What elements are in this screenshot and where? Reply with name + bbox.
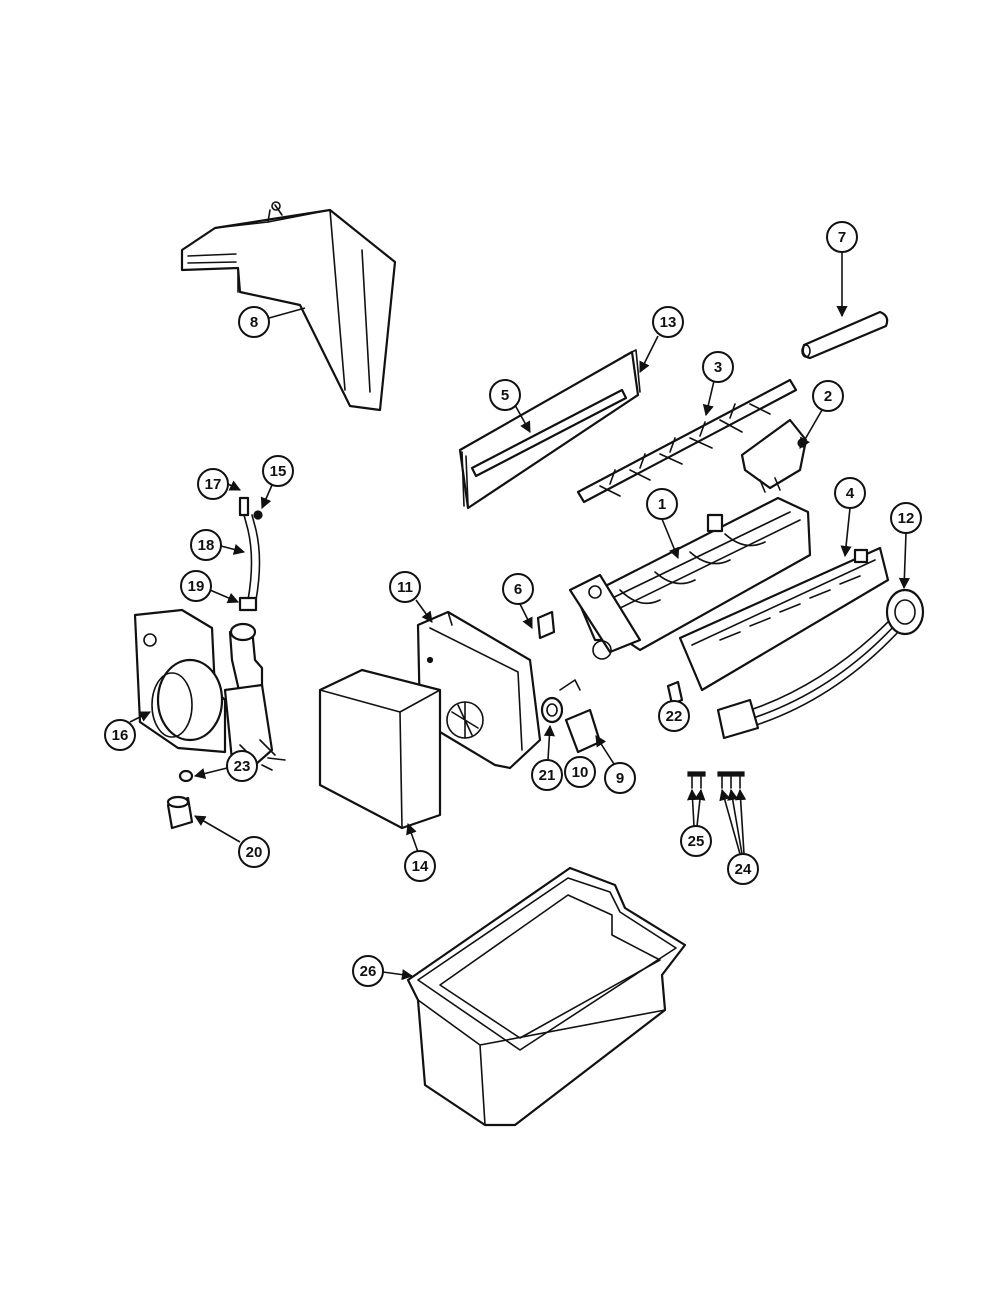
callout-24: 24 xyxy=(719,788,759,885)
callout-18: 18 xyxy=(190,529,246,561)
part-screws xyxy=(687,771,745,789)
callout-22: 22 xyxy=(658,700,690,732)
callout-16: 16 xyxy=(104,711,152,751)
callout-11: 11 xyxy=(389,571,433,623)
part-fitting xyxy=(166,795,194,830)
callout-label-4: 4 xyxy=(846,485,855,502)
callout-7: 7 xyxy=(826,221,858,318)
callout-21: 21 xyxy=(531,724,563,791)
part-module-cover xyxy=(318,668,442,830)
callout-label-7: 7 xyxy=(838,229,846,246)
callout-label-26: 26 xyxy=(360,963,377,980)
callout-23: 23 xyxy=(193,750,258,782)
callout-label-18: 18 xyxy=(198,537,215,554)
part-ice-mold xyxy=(568,496,812,660)
part-bracket xyxy=(740,418,808,493)
callout-label-5: 5 xyxy=(501,387,509,404)
part-thermostat xyxy=(540,679,581,724)
callout-label-14: 14 xyxy=(412,858,429,875)
callout-label-21: 21 xyxy=(539,767,556,784)
callout-label-1: 1 xyxy=(658,496,666,513)
callout-1: 1 xyxy=(646,488,680,560)
callout-6: 6 xyxy=(502,573,534,630)
callout-label-22: 22 xyxy=(666,708,683,725)
part-control-module xyxy=(416,610,542,770)
part-wire-harness xyxy=(716,588,925,740)
callout-label-9: 9 xyxy=(616,770,624,787)
callout-label-12: 12 xyxy=(898,510,915,527)
callout-3: 3 xyxy=(702,351,734,417)
callout-label-25: 25 xyxy=(688,833,705,850)
callout-label-19: 19 xyxy=(188,578,205,595)
callout-label-11: 11 xyxy=(397,579,413,596)
part-ice-bin xyxy=(406,866,687,1127)
callout-label-15: 15 xyxy=(270,463,287,480)
callout-2: 2 xyxy=(799,380,844,449)
callout-label-6: 6 xyxy=(514,581,522,598)
part-fill-duct xyxy=(180,201,397,412)
callout-14: 14 xyxy=(404,822,436,882)
callout-label-13: 13 xyxy=(660,314,677,331)
part-stripper-cover xyxy=(678,546,890,692)
callout-8: 8 xyxy=(238,306,306,338)
part-heater-tube xyxy=(801,310,889,360)
callout-label-16: 16 xyxy=(112,727,129,744)
callout-26: 26 xyxy=(352,955,414,987)
part-nut xyxy=(178,769,194,783)
callout-label-20: 20 xyxy=(246,844,263,861)
callout-label-24: 24 xyxy=(735,861,752,878)
part-clip xyxy=(536,610,556,640)
callout-label-10: 10 xyxy=(572,764,589,781)
callout-label-2: 2 xyxy=(824,388,832,405)
part-lever-rod xyxy=(470,388,628,478)
callout-label-17: 17 xyxy=(205,476,222,493)
callout-4: 4 xyxy=(834,477,866,558)
callout-13: 13 xyxy=(639,306,684,374)
callout-19: 19 xyxy=(180,570,240,604)
part-ejector xyxy=(576,378,798,504)
callout-15: 15 xyxy=(260,455,294,510)
callout-25: 25 xyxy=(680,788,712,857)
part-small-clip xyxy=(666,680,684,706)
callout-20: 20 xyxy=(194,815,270,868)
callout-10: 10 xyxy=(564,756,596,788)
callout-5: 5 xyxy=(489,379,531,433)
callout-label-23: 23 xyxy=(234,758,251,775)
part-fill-tube xyxy=(238,496,263,612)
callout-label-8: 8 xyxy=(250,314,258,331)
part-water-valve xyxy=(133,608,286,771)
callout-label-3: 3 xyxy=(714,359,722,376)
callout-12: 12 xyxy=(890,502,922,590)
callout-9: 9 xyxy=(595,735,636,794)
callout-17: 17 xyxy=(197,468,242,500)
